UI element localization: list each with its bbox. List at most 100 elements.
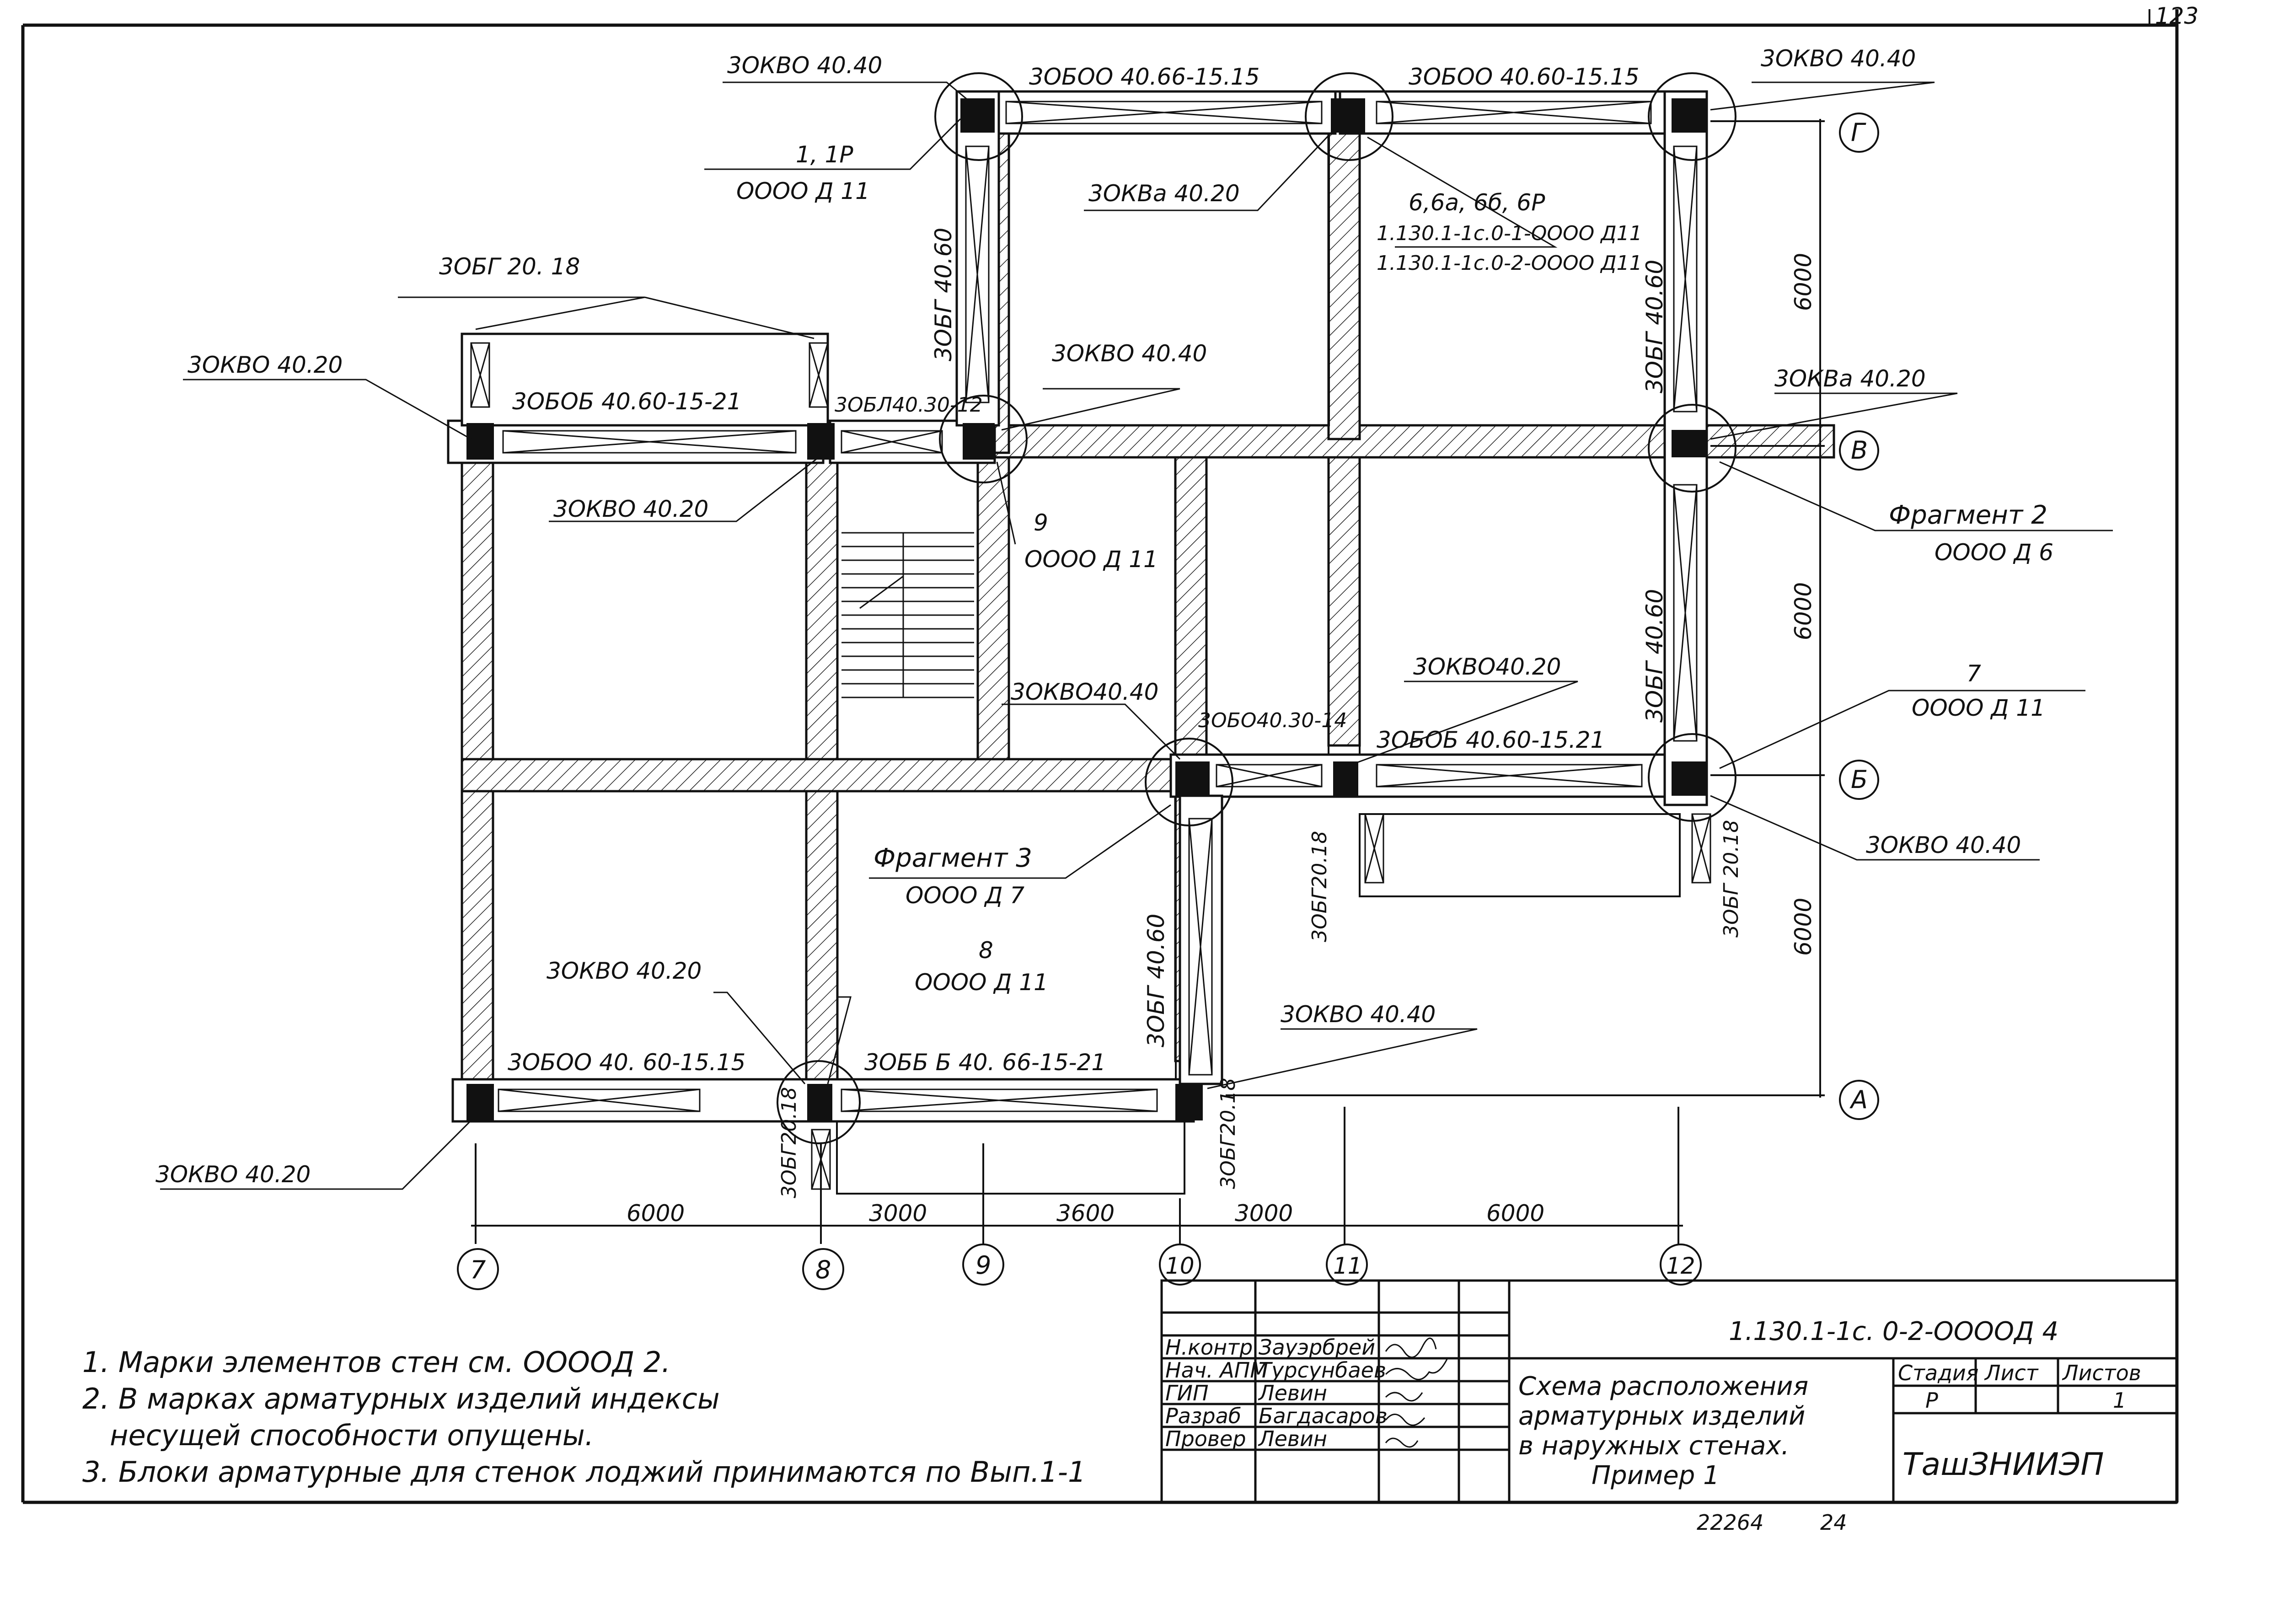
note-2b: несущей способности опущены. xyxy=(110,1419,594,1452)
label-kvo-40-20-left: 3ОКВО 40.20 xyxy=(188,352,343,378)
label-bob-40-60-top: 3ОБОБ 40.60-15-21 xyxy=(512,388,742,415)
tb-role-5: Провер xyxy=(1165,1426,1246,1451)
label-kvo-40-20-bottom: 3ОКВО 40.20 xyxy=(155,1161,311,1188)
dim-h-1: 6000 xyxy=(627,1200,685,1227)
panel-strips xyxy=(447,90,1708,1123)
label-frag1-mark: 1, 1Р xyxy=(796,141,853,168)
element-labels: 3ОКВО 40.40 3ОБОО 40.66-15.15 3ОБОО 40.6… xyxy=(155,45,2053,1198)
label-kvo-40-40-mid: 3ОКВО 40.40 xyxy=(1052,340,1207,367)
tb-name-1: Зауэрбрей xyxy=(1259,1335,1375,1360)
label-kvo-40-40-r: 3ОКВО 40.40 xyxy=(1866,832,2021,858)
note-3: 3. Блоки арматурные для стенок лоджий пр… xyxy=(82,1455,1086,1489)
axis-col-12: 12 xyxy=(1666,1253,1695,1279)
label-bg-40-60-v3: 3ОБГ 40.60 xyxy=(1641,589,1668,723)
label-bo-top-right: 3ОБОО 40.60-15.15 xyxy=(1409,64,1639,90)
label-frag3-title: Фрагмент 3 xyxy=(874,843,1032,873)
tb-stage-header: Стадия xyxy=(1898,1361,1978,1385)
tb-archive-no: 22264 xyxy=(1697,1510,1763,1535)
tb-role-2: Нач. АПМ xyxy=(1165,1358,1268,1383)
label-bg-20-18-b2: 3ОБГ20.18 xyxy=(1217,1078,1240,1189)
label-frag6-ref1: 1.130.1-1с.0-1-ОООО Д11 xyxy=(1377,222,1642,245)
axis-col-11: 11 xyxy=(1333,1253,1362,1279)
col-axes xyxy=(457,1243,1702,1290)
tb-code: 1.130.1-1с. 0-2-ООООД 4 xyxy=(1729,1317,2058,1346)
axis-col-9: 9 xyxy=(975,1251,991,1280)
fragment-circles xyxy=(777,72,1736,1144)
notes: 1. Марки элементов стен см. ООООД 2. 2. … xyxy=(82,1345,1086,1489)
label-frag7-ref: ОООО Д 11 xyxy=(1912,695,2045,721)
dim-h-2: 3000 xyxy=(869,1200,927,1227)
tb-role-4: Разраб xyxy=(1165,1404,1241,1428)
label-kvo-40-40-c: 3ОКВО40.40 xyxy=(1011,679,1158,705)
dim-v-1: 6000 xyxy=(1790,253,1817,311)
tb-title-3: в наружных стенах. xyxy=(1518,1431,1789,1461)
page-number: 123 xyxy=(2155,3,2198,29)
label-frag1-ref: ОООО Д 11 xyxy=(736,178,870,204)
label-frag9-mark: 9 xyxy=(1034,509,1048,536)
axis-row-a: А xyxy=(1849,1085,1868,1114)
label-kvo-40-40-tl: 3ОКВО 40.40 xyxy=(727,52,882,79)
axis-row-g: Г xyxy=(1851,118,1866,147)
wall-bands xyxy=(461,90,1835,1104)
tb-name-3: Левин xyxy=(1258,1381,1327,1405)
row-axes xyxy=(1839,113,1879,1120)
label-bo-bottom: 3ОБОО 40. 60-15.15 xyxy=(508,1049,745,1076)
label-bg-20-18-r: 3ОБГ 20.18 xyxy=(1720,820,1743,938)
tb-stage: Р xyxy=(1925,1388,1938,1413)
dimensions: 6000 3000 3600 3000 6000 6000 6000 6000 xyxy=(627,253,1817,1227)
tb-name-5: Левин xyxy=(1258,1426,1327,1451)
label-frag9-ref: ОООО Д 11 xyxy=(1024,546,1158,573)
axis-col-10: 10 xyxy=(1165,1253,1195,1279)
label-bg-40-60-v2: 3ОБГ 40.60 xyxy=(1641,260,1668,393)
label-bg-20-18-top: 3ОБГ 20. 18 xyxy=(439,253,580,280)
leader-lines xyxy=(160,81,2113,1190)
title-block: 1.130.1-1с. 0-2-ООООД 4 Н.контр Нач. АПМ… xyxy=(1160,1279,2178,1535)
tb-name-2: Турсунбаев xyxy=(1259,1358,1386,1383)
label-kva-40-20-top: 3ОКВа 40.20 xyxy=(1088,180,1240,207)
reinforcement-marks xyxy=(470,101,1711,1190)
label-bg-20-18-c: 3ОБГ20.18 xyxy=(1308,831,1331,942)
label-kvo-40-20-bl: 3ОКВО 40.20 xyxy=(547,958,702,984)
tb-org: ТашЗНИИЭП xyxy=(1902,1447,2104,1483)
axis-col-8: 8 xyxy=(815,1255,831,1284)
axis-col-7: 7 xyxy=(470,1255,486,1284)
label-bob-40-60-c: 3ОБОБ 40.60-15.21 xyxy=(1377,727,1605,753)
label-kvo-40-40-b: 3ОКВО 40.40 xyxy=(1281,1001,1436,1028)
label-kvo-40-40-tr: 3ОКВО 40.40 xyxy=(1761,45,1916,72)
label-kvo-40-20-c: 3ОКВО40.20 xyxy=(1413,654,1561,680)
axis-row-b: Б xyxy=(1851,765,1868,794)
label-frag6-ref2: 1.130.1-1с.0-2-ОООО Д11 xyxy=(1377,252,1642,275)
label-bg-40-60-v4: 3ОБГ 40.60 xyxy=(1143,914,1169,1047)
dim-v-2: 6000 xyxy=(1790,582,1817,640)
label-bl-40-30: 3ОБЛ40.30-12 xyxy=(835,393,983,417)
dim-v-3: 6000 xyxy=(1790,898,1817,956)
staircase xyxy=(841,532,974,698)
label-bg-40-60-v1: 3ОБГ 40.60 xyxy=(930,228,957,361)
corner-blocks xyxy=(466,98,1706,1120)
tb-title-2: арматурных изделий xyxy=(1518,1401,1805,1431)
tb-name-4: Багдасаров xyxy=(1259,1404,1388,1428)
dim-h-5: 6000 xyxy=(1486,1200,1544,1227)
dim-h-3: 3600 xyxy=(1056,1200,1115,1227)
label-kva-40-20-right: 3ОКВа 40.20 xyxy=(1774,365,1926,392)
grid-lines xyxy=(471,119,1825,1244)
label-bbb-bottom: 3ОББ Б 40. 66-15-21 xyxy=(864,1049,1106,1076)
note-1: 1. Марки элементов стен см. ООООД 2. xyxy=(82,1345,670,1379)
tb-sheet-header: Лист xyxy=(1984,1361,2039,1385)
label-frag2-title: Фрагмент 2 xyxy=(1889,500,2047,530)
axis-row-v: В xyxy=(1851,436,1868,465)
label-bo-top-left: 3ОБОО 40.66-15.15 xyxy=(1029,64,1259,90)
sheet-frame: 123 xyxy=(21,3,2198,1504)
tb-sheets: 1 xyxy=(2113,1388,2126,1413)
label-kvo-40-20-under: 3ОКВО 40.20 xyxy=(553,496,708,522)
floor-plan: 6000 3000 3600 3000 6000 6000 6000 6000 … xyxy=(155,45,2113,1290)
label-frag6-mark: 6,6а, 6б, 6Р xyxy=(1409,189,1545,216)
label-bo-40-30: 3ОБО40.30-14 xyxy=(1198,709,1347,732)
label-frag7-mark: 7 xyxy=(1967,660,1981,687)
tb-title-4: Пример 1 xyxy=(1592,1461,1720,1490)
tb-archive-no2: 24 xyxy=(1820,1510,1847,1535)
label-frag3-ref: ОООО Д 7 xyxy=(906,882,1024,909)
tb-role-1: Н.контр xyxy=(1165,1335,1253,1360)
label-frag8-ref: ОООО Д 11 xyxy=(915,969,1048,996)
